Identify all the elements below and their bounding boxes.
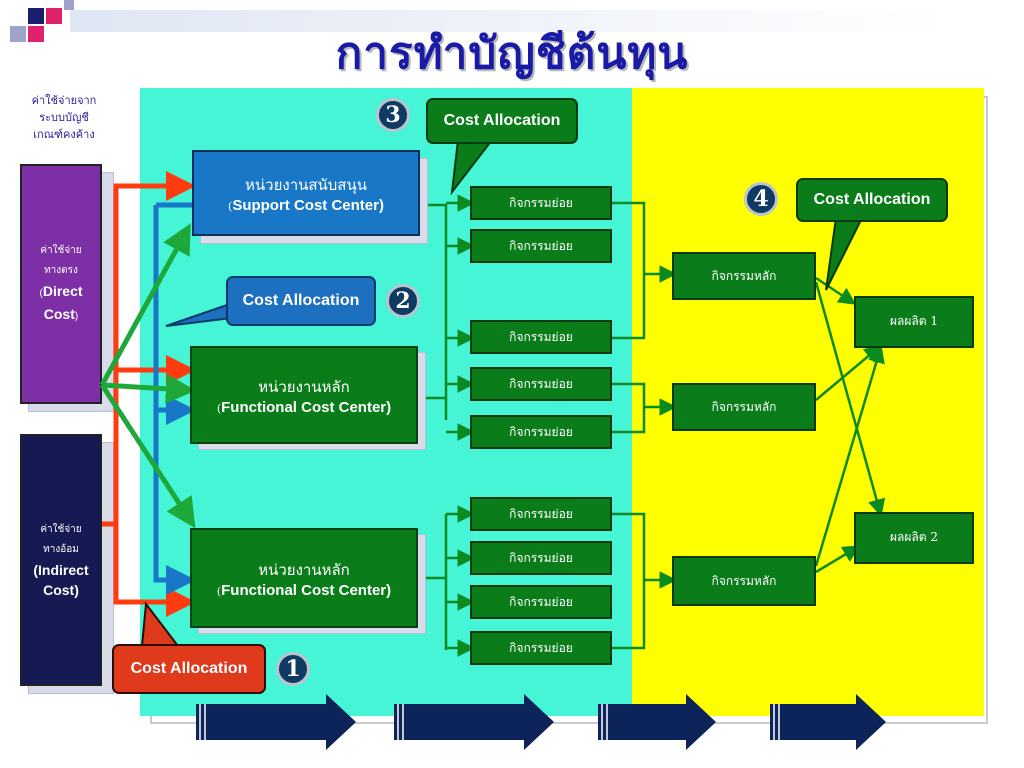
indirect-cost-en: (Indirect [33,562,89,578]
sub-activity: กิจกรรมย่อย [470,585,612,619]
indirect-cost-th: ทางอ้อม [43,544,79,555]
functional-cost-center-2: หน่วยงานหลัก (Functional Cost Center) [190,528,418,628]
callout-4-tail [825,217,864,291]
green-arrows [99,223,196,529]
functional-center-th: หน่วยงานหลัก [258,560,350,579]
sub-activity: กิจกรรมย่อย [470,541,612,575]
process-arrows [196,694,886,750]
sub-activity: กิจกรรมย่อย [470,415,612,449]
main-activity: กิจกรรมหลัก [672,252,816,300]
decor-square [28,8,44,24]
direct-cost-box: ค่าใช้จ่าย ทางตรง (Direct Cost) [20,164,102,404]
sub-activity: กิจกรรมย่อย [470,229,612,263]
direct-cost-en: Direct [42,283,83,299]
sub-activity: กิจกรรมย่อย [470,497,612,531]
decor-square [46,8,62,24]
step-2-badge: 2 [386,284,420,318]
sub-activity: กิจกรรมย่อย [470,367,612,401]
process-arrow-stripes [199,704,780,740]
red-arrows [102,171,196,617]
callout-1-tail [140,601,181,647]
product-1: ผลผลิต 1 [854,296,974,348]
callout-2-tail [165,302,234,327]
functional-center-th: หน่วยงานหลัก [258,377,350,396]
decor-square [64,0,74,10]
sub-activity: กิจกรรมย่อย [470,631,612,665]
activity-connectors [420,194,886,657]
source-label-line: ค่าใช้จ่ายจาก [31,94,97,107]
decor-square [28,26,44,42]
indirect-cost-box: ค่าใช้จ่าย ทางอ้อม (Indirect Cost) [20,434,102,686]
support-center-th: หน่วยงานสนับสนุน [245,175,367,194]
source-label: ค่าใช้จ่ายจาก ระบบบัญชี เกณฑ์คงค้าง [14,92,114,143]
support-center-en: Support Cost Center) [232,196,384,214]
callout-4: Cost Allocation [796,178,948,222]
product-2: ผลผลิต 2 [854,512,974,564]
decor-square [10,26,26,42]
sub-activity: กิจกรรมย่อย [470,320,612,354]
direct-cost-th: ทางตรง [44,265,78,276]
title-decor-bar [70,10,950,32]
callout-3: Cost Allocation [426,98,578,144]
support-cost-center: หน่วยงานสนับสนุน (Support Cost Center) [192,150,420,236]
step-1-badge: 1 [276,652,310,686]
callout-2: Cost Allocation [226,276,376,326]
blue-arrows [153,202,196,595]
functional-cost-center-1: หน่วยงานหลัก (Functional Cost Center) [190,346,418,444]
indirect-cost-en: Cost) [43,582,79,598]
step-3-badge: 3 [376,98,410,132]
indirect-cost-th: ค่าใช้จ่าย [40,524,82,535]
direct-cost-th: ค่าใช้จ่าย [40,245,82,256]
source-label-line: ระบบบัญชี [39,111,89,124]
main-activity: กิจกรรมหลัก [672,383,816,431]
functional-center-en: Functional Cost Center) [221,398,392,416]
callout-3-tail [450,139,495,196]
sub-activity: กิจกรรมย่อย [470,186,612,220]
direct-cost-en: Cost [43,306,75,322]
step-4-badge: 4 [744,182,778,216]
main-activity: กิจกรรมหลัก [672,556,816,606]
callout-1: Cost Allocation [112,644,266,694]
source-label-line: เกณฑ์คงค้าง [33,128,95,141]
functional-center-en: Functional Cost Center) [221,581,392,599]
page-title: การทำบัญชีต้นทุน [335,28,689,79]
